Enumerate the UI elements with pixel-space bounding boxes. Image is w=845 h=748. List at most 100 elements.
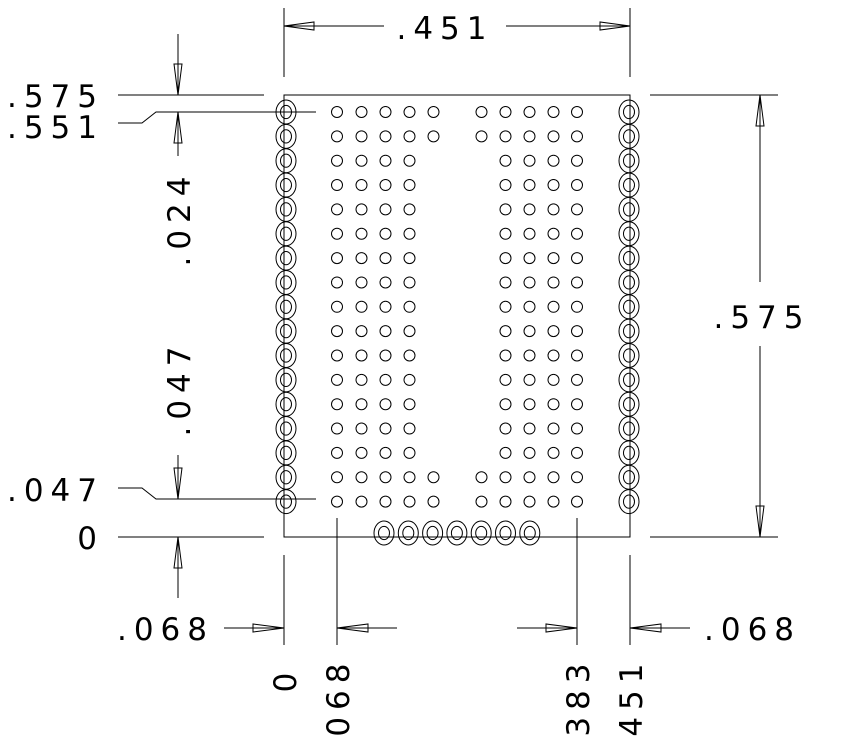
pad-bottom xyxy=(373,520,395,546)
pad-right-inner xyxy=(623,372,635,387)
pad-right-inner xyxy=(623,494,635,509)
pad-right-inner xyxy=(623,275,635,290)
ball xyxy=(331,398,343,411)
arrow-left-top-up xyxy=(173,111,183,144)
ball xyxy=(403,130,416,143)
ball xyxy=(403,252,416,265)
pad-right xyxy=(618,245,640,271)
ball xyxy=(499,106,512,118)
ball xyxy=(403,106,416,118)
ball xyxy=(379,203,392,216)
ball xyxy=(547,349,560,362)
ball xyxy=(355,130,368,143)
label-left-bottom-2: 0 xyxy=(77,521,104,557)
ball xyxy=(355,106,368,118)
ball xyxy=(427,471,440,484)
ball xyxy=(523,227,536,240)
pad-right-inner xyxy=(623,348,635,363)
ball xyxy=(331,495,343,508)
pad-right-inner xyxy=(623,177,635,193)
ball xyxy=(355,227,368,240)
ball xyxy=(499,300,512,313)
ball xyxy=(547,252,560,265)
pad-right-inner xyxy=(623,470,635,485)
package-outline xyxy=(283,94,631,538)
ball xyxy=(571,106,583,118)
ball xyxy=(475,471,488,484)
pad-bottom xyxy=(519,520,541,546)
ball xyxy=(571,471,583,484)
pad-left-inner xyxy=(280,299,292,314)
ball xyxy=(523,495,536,508)
ball xyxy=(547,325,560,338)
pad-right xyxy=(618,489,640,515)
pad-right-inner xyxy=(623,202,635,217)
ball xyxy=(523,471,536,484)
pad-bottom xyxy=(422,520,444,546)
pad-left-inner xyxy=(280,129,292,144)
ball xyxy=(571,422,583,435)
ball xyxy=(403,300,416,313)
pad-bottom-inner xyxy=(378,525,390,541)
ball xyxy=(547,227,560,240)
pad-right-inner xyxy=(623,251,635,266)
ball xyxy=(547,471,560,484)
ball xyxy=(355,252,368,265)
ball xyxy=(475,495,488,508)
ball xyxy=(571,252,583,265)
label-x383: .383 xyxy=(561,656,597,743)
pad-bottom xyxy=(397,520,419,546)
pad-right xyxy=(618,294,640,320)
pad-right-inner xyxy=(623,153,635,168)
pad-bottom xyxy=(495,520,516,546)
ball xyxy=(523,106,536,118)
ball xyxy=(571,300,583,313)
pad-left-inner xyxy=(280,397,292,412)
pad-bottom xyxy=(470,520,492,546)
ball xyxy=(523,130,536,143)
ball xyxy=(571,203,583,216)
pad-right xyxy=(618,99,640,125)
ball xyxy=(523,179,536,192)
ball xyxy=(523,154,536,167)
ball xyxy=(403,325,416,338)
ball xyxy=(547,130,560,143)
ball xyxy=(355,300,368,313)
pad-left xyxy=(275,148,297,174)
ball xyxy=(403,471,416,484)
pad-row-bottom xyxy=(373,520,541,546)
ball xyxy=(499,130,512,143)
pad-left-inner xyxy=(280,153,292,168)
pad-bottom-inner xyxy=(499,525,512,541)
pad-left xyxy=(275,343,297,368)
pad-right-inner xyxy=(623,397,635,412)
pad-bottom-inner xyxy=(426,525,439,541)
pad-bottom xyxy=(446,520,468,546)
ball xyxy=(571,325,583,338)
ball xyxy=(571,495,583,508)
pad-left xyxy=(275,489,297,515)
ball xyxy=(331,227,343,240)
ball xyxy=(355,446,368,459)
ball xyxy=(475,106,488,118)
arrow-right-up xyxy=(755,94,765,127)
ball xyxy=(331,203,343,216)
pad-bottom-inner xyxy=(523,525,536,541)
ball xyxy=(331,471,343,484)
ball xyxy=(427,106,440,118)
ball xyxy=(499,471,512,484)
leader-row-top xyxy=(118,111,316,124)
pad-right xyxy=(618,440,640,466)
ball xyxy=(499,373,512,386)
ball xyxy=(379,252,392,265)
ball xyxy=(547,373,560,386)
pad-right xyxy=(618,367,640,393)
pad-left-inner xyxy=(280,177,292,193)
pad-right xyxy=(618,148,640,174)
ball xyxy=(547,203,560,216)
ball xyxy=(547,106,560,118)
ball xyxy=(403,154,416,167)
pad-bottom-inner xyxy=(450,525,463,541)
pad-right xyxy=(618,318,640,344)
